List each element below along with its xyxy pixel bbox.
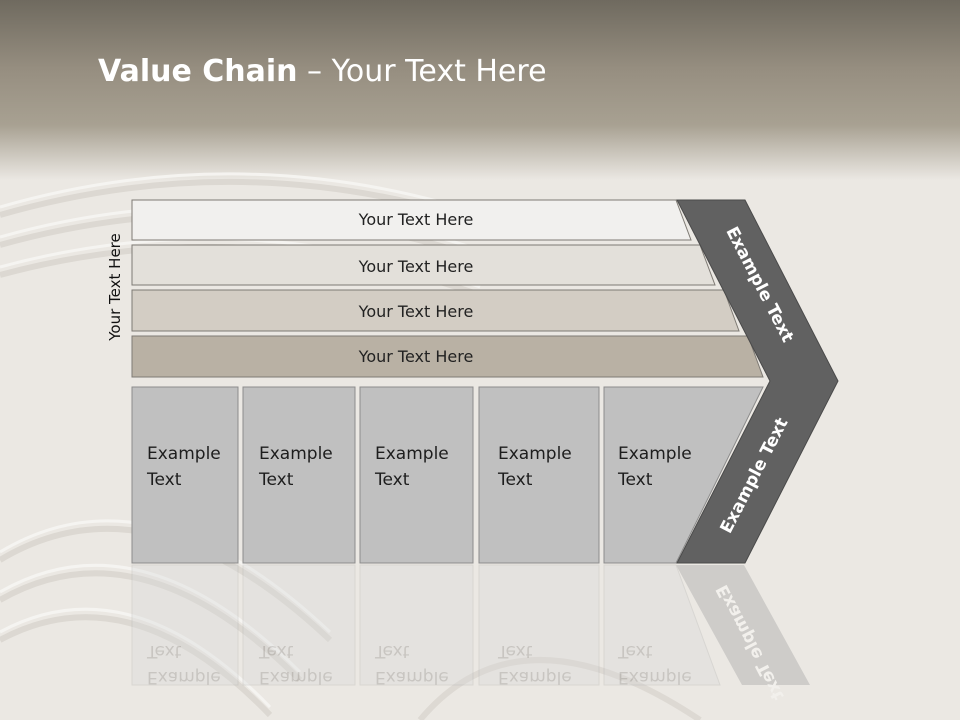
- cell-4-line1: Example: [498, 444, 572, 464]
- reflection-text: Example: [147, 667, 221, 687]
- cell-5: [603, 386, 764, 564]
- cell-4: [478, 386, 600, 564]
- row-label-3: Your Text Here: [358, 302, 474, 321]
- reflection-text: Text: [617, 641, 653, 661]
- reflection-text: Example: [498, 667, 572, 687]
- cells: Example Text Example Text Example Text E…: [131, 386, 764, 564]
- row-bar-4: [131, 335, 764, 378]
- reflection-text: Text: [374, 641, 410, 661]
- reflection-text: Text: [258, 641, 294, 661]
- cell-1-line2: Text: [146, 470, 182, 490]
- cell-2: [242, 386, 356, 564]
- row-label-4: Your Text Here: [358, 347, 474, 366]
- reflection-text: Example: [375, 667, 449, 687]
- cell-2-line2: Text: [258, 470, 294, 490]
- cell-4-line2: Text: [497, 470, 533, 490]
- cell-5-line2: Text: [617, 470, 653, 490]
- row-bar-2: [131, 244, 716, 286]
- title-bold: Value Chain: [98, 54, 298, 89]
- reflection-text: Text: [497, 641, 533, 661]
- cell-3: [359, 386, 474, 564]
- title-rest: – Your Text Here: [297, 54, 547, 89]
- reflection-text: Example: [259, 667, 333, 687]
- cell-5-line1: Example: [618, 444, 692, 464]
- cell-1: [131, 386, 239, 564]
- cell-3-line2: Text: [374, 470, 410, 490]
- row-label-1: Your Text Here: [358, 210, 474, 229]
- cell-3-line1: Example: [375, 444, 449, 464]
- row-label-2: Your Text Here: [358, 257, 474, 276]
- chevron-arrow: [676, 199, 839, 564]
- row-bar-3: [131, 289, 740, 332]
- cell-2-line1: Example: [259, 444, 333, 464]
- slide-title: Value Chain – Your Text Here: [98, 54, 547, 89]
- row-bar-1: [131, 199, 692, 241]
- cell-1-line1: Example: [147, 444, 221, 464]
- row-bars: Your Text Here Your Text Here Your Text …: [131, 199, 764, 378]
- reflection-text: Text: [146, 641, 182, 661]
- reflection-text: Example: [618, 667, 692, 687]
